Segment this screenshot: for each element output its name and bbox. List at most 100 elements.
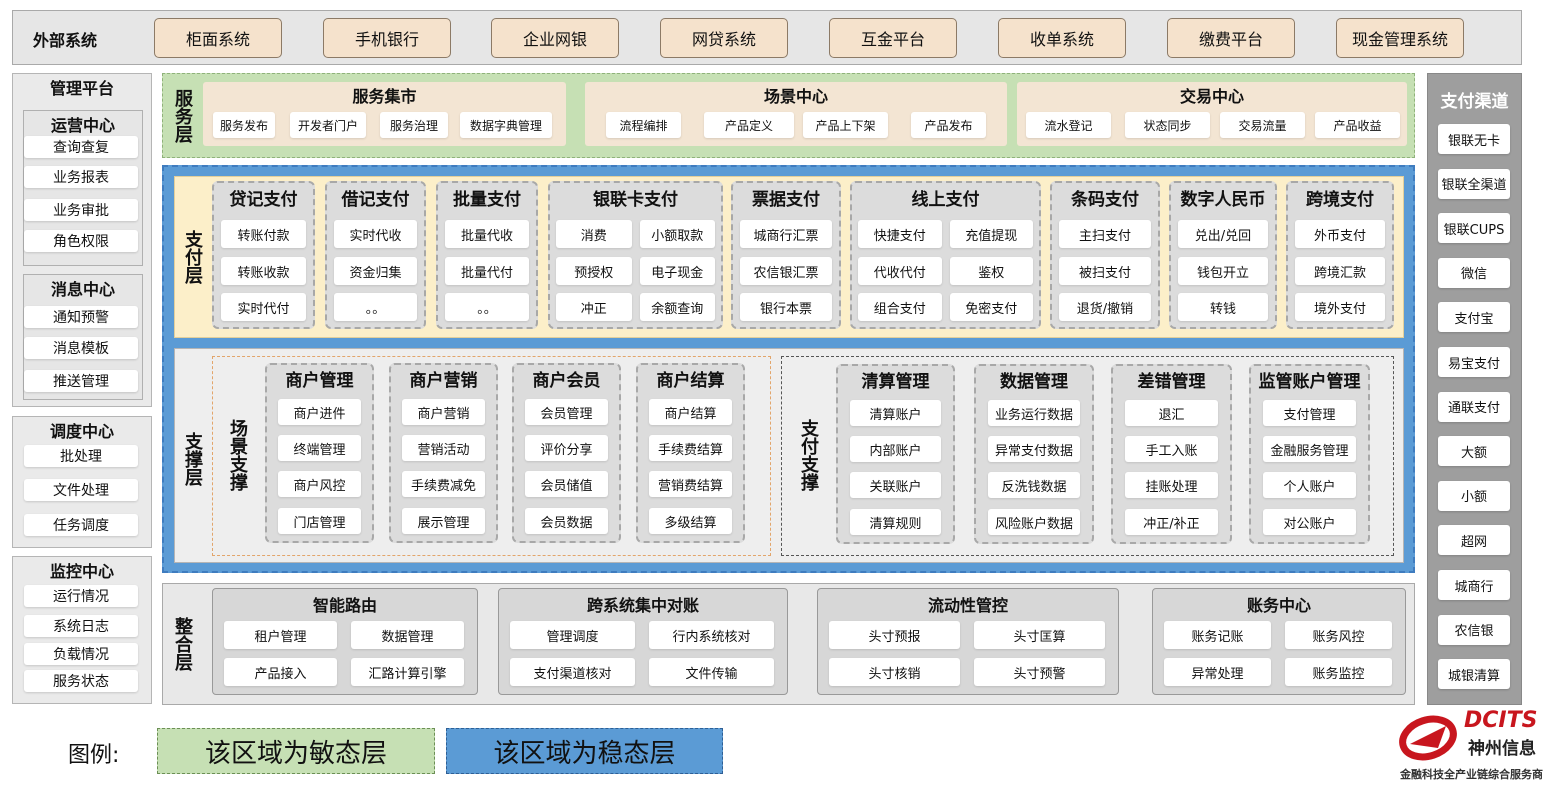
payment-item[interactable]: 冲正 [556, 293, 632, 321]
payment-item[interactable]: 快捷支付 [858, 220, 942, 248]
payment-channel-item[interactable]: 支付宝 [1438, 302, 1510, 333]
payment-channel-item[interactable]: 银联无卡 [1438, 124, 1510, 154]
left-menu-item[interactable]: 负载情况 [24, 643, 138, 665]
integration-item[interactable]: 行内系统核对 [649, 621, 774, 649]
pay-support-item[interactable]: 退汇 [1125, 400, 1218, 426]
integration-item[interactable]: 账务监控 [1285, 658, 1392, 686]
left-menu-item[interactable]: 通知预警 [24, 306, 138, 328]
integration-item[interactable]: 头寸核销 [829, 658, 960, 686]
scene-support-item[interactable]: 商户进件 [278, 399, 361, 425]
integration-item[interactable]: 账务记账 [1164, 621, 1271, 649]
service-item[interactable]: 服务发布 [213, 112, 275, 138]
scene-support-item[interactable]: 商户结算 [649, 399, 732, 425]
scene-support-item[interactable]: 会员储值 [525, 471, 608, 497]
payment-item[interactable]: 实时代付 [221, 293, 306, 321]
pay-support-item[interactable]: 清算规则 [850, 509, 941, 535]
payment-channel-item[interactable]: 大额 [1438, 436, 1510, 467]
integration-item[interactable]: 汇路计算引擎 [351, 658, 464, 686]
service-item[interactable]: 交易流量 [1220, 112, 1305, 138]
payment-channel-item[interactable]: 城商行 [1438, 570, 1510, 600]
external-system-item[interactable]: 网贷系统 [660, 18, 788, 58]
external-system-item[interactable]: 企业网银 [491, 18, 619, 58]
payment-item[interactable]: 兑出/兑回 [1178, 220, 1268, 248]
payment-item[interactable]: 预授权 [556, 257, 632, 285]
payment-channel-item[interactable]: 农信银 [1438, 614, 1510, 645]
payment-item[interactable]: 消费 [556, 220, 632, 248]
scene-support-item[interactable]: 营销费结算 [649, 471, 732, 497]
payment-item[interactable]: 转账付款 [221, 220, 306, 248]
left-menu-item[interactable]: 批处理 [24, 445, 138, 467]
integration-item[interactable]: 头寸预警 [974, 658, 1105, 686]
left-menu-item[interactable]: 服务状态 [24, 670, 138, 692]
pay-support-item[interactable]: 支付管理 [1263, 400, 1356, 426]
scene-support-item[interactable]: 评价分享 [525, 435, 608, 461]
payment-channel-item[interactable]: 小额 [1438, 480, 1510, 511]
left-menu-item[interactable]: 消息模板 [24, 337, 138, 359]
external-system-item[interactable]: 手机银行 [323, 18, 451, 58]
pay-support-item[interactable]: 异常支付数据 [988, 436, 1080, 462]
payment-item[interactable]: 主扫支付 [1059, 220, 1151, 248]
payment-item[interactable]: 鉴权 [949, 257, 1033, 285]
service-item[interactable]: 流程编排 [606, 112, 681, 138]
scene-support-item[interactable]: 营销活动 [402, 435, 485, 461]
payment-item[interactable]: 钱包开立 [1178, 257, 1268, 285]
pay-support-item[interactable]: 业务运行数据 [988, 400, 1080, 426]
payment-item[interactable]: 免密支付 [949, 293, 1033, 321]
scene-support-item[interactable]: 会员管理 [525, 399, 608, 425]
payment-channel-item[interactable]: 城银清算 [1438, 659, 1510, 690]
payment-item[interactable]: 实时代收 [334, 220, 417, 248]
service-item[interactable]: 状态同步 [1125, 112, 1210, 138]
pay-support-item[interactable]: 关联账户 [850, 472, 941, 498]
payment-item[interactable]: 外币支付 [1295, 220, 1385, 248]
scene-support-item[interactable]: 终端管理 [278, 435, 361, 461]
integration-item[interactable]: 账务风控 [1285, 621, 1392, 649]
scene-support-item[interactable]: 门店管理 [278, 508, 361, 534]
left-menu-item[interactable]: 任务调度 [24, 514, 138, 536]
left-menu-item[interactable]: 文件处理 [24, 479, 138, 501]
service-item[interactable]: 数据字典管理 [460, 112, 552, 138]
pay-support-item[interactable]: 对公账户 [1263, 509, 1356, 535]
service-item[interactable]: 流水登记 [1026, 112, 1111, 138]
payment-item[interactable]: 转钱 [1178, 293, 1268, 321]
integration-item[interactable]: 异常处理 [1164, 658, 1271, 686]
payment-item[interactable]: 跨境汇款 [1295, 257, 1385, 285]
integration-item[interactable]: 头寸预报 [829, 621, 960, 649]
service-item[interactable]: 产品发布 [911, 112, 986, 138]
service-item[interactable]: 服务治理 [380, 112, 448, 138]
pay-support-item[interactable]: 冲正/补正 [1125, 509, 1218, 535]
left-menu-item[interactable]: 业务审批 [24, 199, 138, 221]
left-menu-item[interactable]: 角色权限 [24, 230, 138, 252]
left-menu-item[interactable]: 运行情况 [24, 585, 138, 607]
pay-support-item[interactable]: 金融服务管理 [1263, 436, 1356, 462]
scene-support-item[interactable]: 手续费减免 [402, 471, 485, 497]
external-system-item[interactable]: 收单系统 [998, 18, 1126, 58]
pay-support-item[interactable]: 挂账处理 [1125, 472, 1218, 498]
payment-channel-item[interactable]: 银联CUPS [1438, 213, 1510, 244]
pay-support-item[interactable]: 反洗钱数据 [988, 472, 1080, 498]
scene-support-item[interactable]: 展示管理 [402, 508, 485, 534]
payment-channel-item[interactable]: 微信 [1438, 257, 1510, 288]
payment-item[interactable]: 。。 [445, 293, 529, 321]
service-item[interactable]: 产品上下架 [803, 112, 888, 138]
payment-item[interactable]: 。。 [334, 293, 417, 321]
left-menu-item[interactable]: 系统日志 [24, 615, 138, 637]
payment-item[interactable]: 城商行汇票 [740, 220, 832, 248]
external-system-item[interactable]: 缴费平台 [1167, 18, 1295, 58]
payment-item[interactable]: 批量代收 [445, 220, 529, 248]
scene-support-item[interactable]: 商户风控 [278, 471, 361, 497]
payment-item[interactable]: 充值提现 [949, 220, 1033, 248]
scene-support-item[interactable]: 会员数据 [525, 508, 608, 534]
integration-item[interactable]: 数据管理 [351, 621, 464, 649]
external-system-item[interactable]: 互金平台 [829, 18, 957, 58]
payment-item[interactable]: 小额取款 [639, 220, 715, 248]
left-menu-item[interactable]: 推送管理 [24, 370, 138, 392]
payment-item[interactable]: 境外支付 [1295, 293, 1385, 321]
integration-item[interactable]: 头寸匡算 [974, 621, 1105, 649]
scene-support-item[interactable]: 手续费结算 [649, 435, 732, 461]
service-item[interactable]: 产品定义 [704, 112, 794, 138]
payment-item[interactable]: 批量代付 [445, 257, 529, 285]
external-system-item[interactable]: 现金管理系统 [1336, 18, 1464, 58]
payment-item[interactable]: 转账收款 [221, 257, 306, 285]
payment-item[interactable]: 退货/撤销 [1059, 293, 1151, 321]
scene-support-item[interactable]: 多级结算 [649, 508, 732, 534]
